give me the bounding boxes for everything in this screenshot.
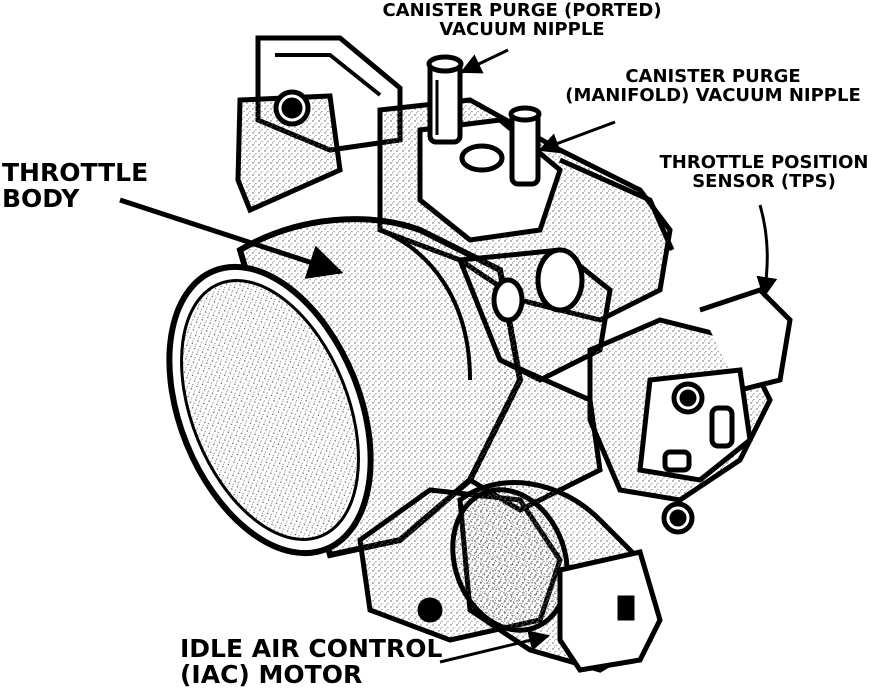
label-canister-purge-ported: CANISTER PURGE (PORTED) VACUUM NIPPLE	[372, 0, 672, 40]
label-line: CANISTER PURGE (PORTED)	[382, 0, 662, 21]
label-line: BODY	[2, 184, 80, 214]
ported-vacuum-nipple	[426, 54, 464, 145]
leader-throttle-body	[119, 197, 344, 279]
label-line: THROTTLE	[2, 158, 149, 187]
leader-purge-ported	[460, 48, 509, 74]
throttle-position-sensor	[587, 287, 793, 535]
rear-connector	[235, 35, 403, 214]
manifold-vacuum-nipple	[508, 105, 542, 187]
label-line: (IAC) MOTOR	[180, 660, 363, 690]
iac-motor	[450, 480, 663, 673]
label-throttle-position-sensor: THROTTLE POSITION SENSOR (TPS)	[648, 152, 880, 192]
throttle-bore	[166, 216, 524, 559]
label-throttle-body: THROTTLE BODY	[2, 158, 149, 214]
leader-lines	[119, 48, 778, 664]
label-line: (MANIFOLD) VACUUM NIPPLE	[565, 84, 861, 106]
label-line: VACUUM NIPPLE	[439, 18, 605, 40]
central-body	[456, 247, 613, 513]
label-line: CANISTER PURGE	[625, 66, 801, 87]
leader-purge-manifold	[538, 120, 616, 154]
label-line: IDLE AIR CONTROL	[180, 634, 443, 663]
leader-iac	[439, 630, 551, 664]
label-idle-air-control: IDLE AIR CONTROL (IAC) MOTOR	[180, 634, 443, 690]
leader-tps	[756, 204, 778, 299]
label-canister-purge-manifold: CANISTER PURGE (MANIFOLD) VACUUM NIPPLE	[548, 66, 878, 106]
label-line: SENSOR (TPS)	[692, 170, 836, 192]
label-line: THROTTLE POSITION	[659, 152, 869, 173]
